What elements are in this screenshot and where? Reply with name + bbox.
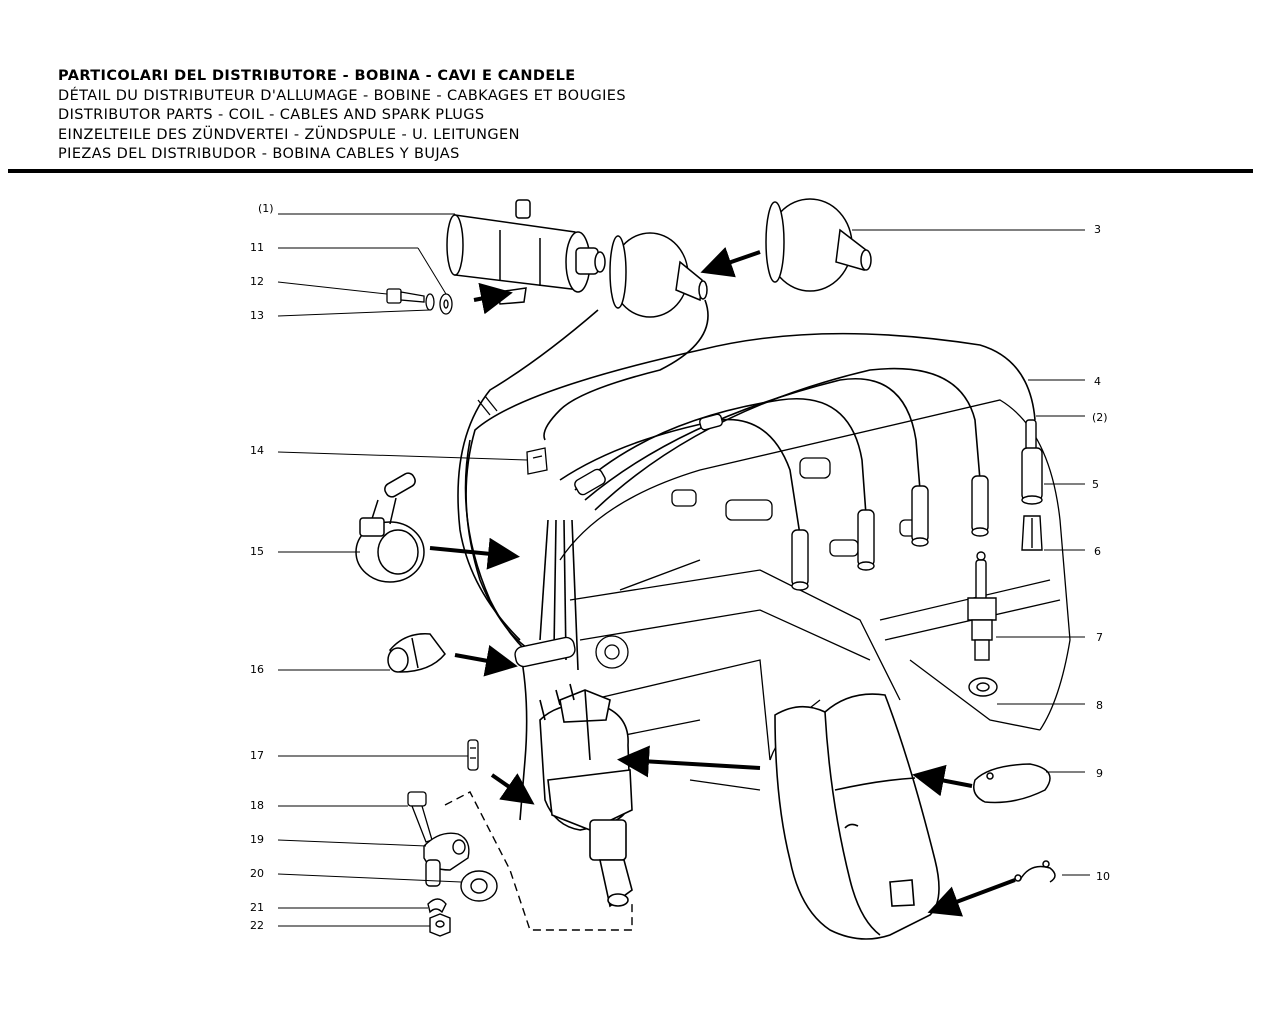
- callout-19: 19: [250, 833, 264, 846]
- header-rule: [8, 169, 1253, 173]
- coil-screw-washer: [386, 288, 453, 315]
- cable-clamp-15: [355, 472, 425, 583]
- callout-5: 5: [1092, 478, 1099, 491]
- callout-16: 16: [250, 663, 264, 676]
- callout-22: 22: [250, 919, 264, 932]
- callout-9: 9: [1096, 767, 1103, 780]
- leader-lines: [277, 213, 1090, 927]
- callout-18: 18: [250, 799, 264, 812]
- terminal-17: [467, 739, 479, 771]
- title-english: DISTRIBUTOR PARTS - COIL - CABLES AND SP…: [58, 107, 485, 124]
- callout-labels: (1) (2) 3 4 5 6 7 8 9 10 11 12 13 14 15 …: [250, 202, 1110, 932]
- coil-boot-fitted: [609, 232, 708, 318]
- title-spanish: PIEZAS DEL DISTRIBUDOR - BOBINA CABLES Y…: [58, 146, 460, 163]
- clamp-plate-19: [423, 832, 470, 887]
- spark-plug-caps: [791, 475, 989, 591]
- callout-11: 11: [250, 241, 264, 254]
- callout-3: 3: [1094, 223, 1101, 236]
- clip-14: [526, 447, 548, 475]
- callout-4: 4: [1094, 375, 1101, 388]
- callout-12: 12: [250, 275, 264, 288]
- callout-8: 8: [1096, 699, 1103, 712]
- nut-22: [429, 913, 451, 937]
- distributor-bracket-dashed: [444, 791, 633, 931]
- callout-20: 20: [250, 867, 264, 880]
- bolt-18: [407, 791, 433, 843]
- washer-21: [427, 898, 447, 914]
- title-german: EINZELTEILE DES ZÜNDVERTEI - ZÜNDSPULE -…: [58, 126, 520, 143]
- callout-13: 13: [250, 309, 264, 322]
- title-french: DÉTAIL DU DISTRIBUTEUR D'ALLUMAGE - BOBI…: [58, 87, 626, 104]
- coil-boot-3: [765, 198, 872, 292]
- circlip-10: [1014, 860, 1056, 883]
- seal-20: [460, 870, 498, 902]
- callout-1: (1): [258, 202, 274, 215]
- lead-break-marks: [477, 395, 498, 416]
- assembly-arrows: [429, 247, 1016, 917]
- spring-clip-9: [973, 763, 1051, 804]
- ht-leads: [457, 299, 1036, 821]
- callout-10: 10: [1096, 870, 1110, 883]
- callout-17: 17: [250, 749, 264, 762]
- spark-plug-7: [967, 551, 997, 661]
- title-block: PARTICOLARI DEL DISTRIBUTORE - BOBINA - …: [58, 67, 626, 165]
- title-italian: PARTICOLARI DEL DISTRIBUTORE - BOBINA - …: [58, 68, 576, 84]
- grommet-16: [387, 633, 446, 673]
- ignition-coil: [446, 199, 606, 305]
- splash-shield: [774, 693, 940, 940]
- plug-washer-8: [968, 677, 998, 697]
- plug-cap-5: [1021, 419, 1043, 505]
- callout-14: 14: [250, 444, 264, 457]
- distributor: [539, 683, 633, 908]
- callout-7: 7: [1096, 631, 1103, 644]
- callout-2: (2): [1092, 411, 1108, 424]
- callout-15: 15: [250, 545, 264, 558]
- connector-6: [1021, 515, 1043, 551]
- callout-6: 6: [1094, 545, 1101, 558]
- callout-21: 21: [250, 901, 264, 914]
